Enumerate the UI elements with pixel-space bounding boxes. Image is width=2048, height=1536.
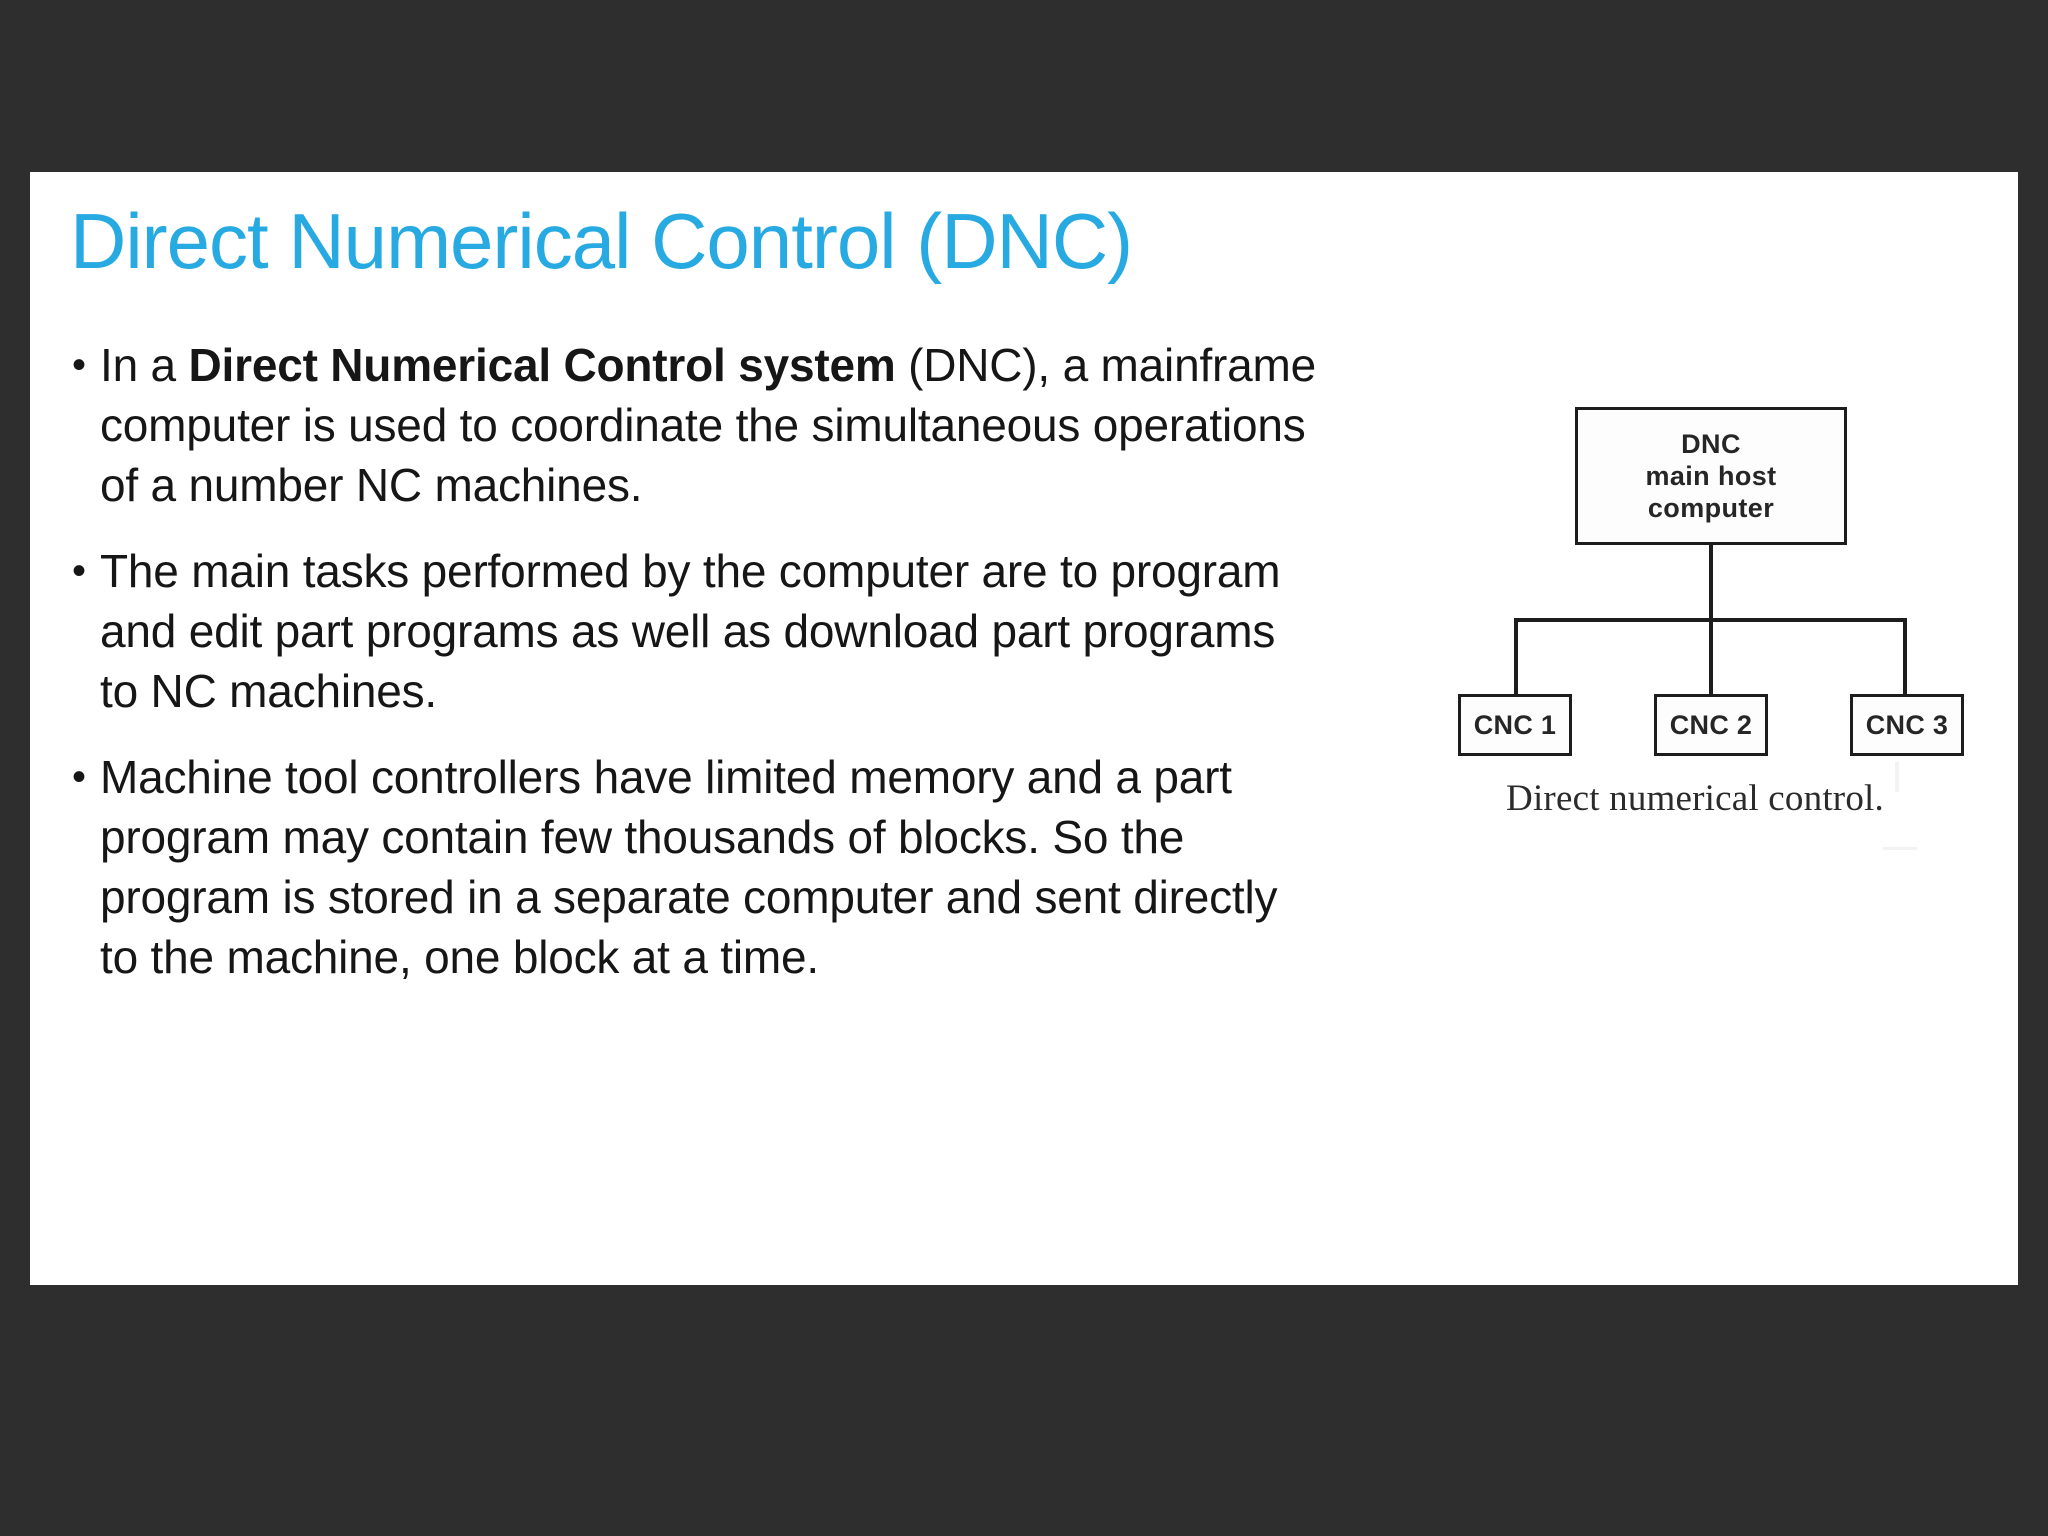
cnc-node-label: CNC 2 xyxy=(1669,709,1753,740)
connector-bus-line xyxy=(1514,618,1907,622)
cnc-node-box-2: CNC 2 xyxy=(1654,694,1768,756)
connector-right-drop-line xyxy=(1903,618,1907,698)
cnc-node-label: CNC 1 xyxy=(1473,709,1557,740)
dnc-main-host-computer-box: DNC main host computer xyxy=(1575,407,1847,545)
page-title: Direct Numerical Control (DNC) xyxy=(70,197,1133,285)
list-item: • Machine tool controllers have limited … xyxy=(58,747,1358,987)
bullet-list: • In a Direct Numerical Control system (… xyxy=(58,335,1358,1013)
bullet-marker-icon: • xyxy=(71,549,86,593)
bullet-1-lead: In a xyxy=(100,339,189,391)
cnc-node-box-1: CNC 1 xyxy=(1458,694,1572,756)
connector-left-drop-line xyxy=(1514,618,1518,698)
dnc-architecture-diagram: DNC main host computer CNC 1 CNC 2 CNC 3… xyxy=(1400,372,1990,932)
scan-artifact-mark xyxy=(1883,847,1917,850)
dnc-box-line-3: computer xyxy=(1647,493,1775,523)
dnc-box-line-2: main host xyxy=(1645,461,1777,491)
presentation-slide: Direct Numerical Control (DNC) • In a Di… xyxy=(30,172,2018,1285)
list-item-text: The main tasks performed by the computer… xyxy=(100,545,1281,717)
diagram-caption: Direct numerical control. xyxy=(1506,778,1884,819)
cnc-node-label: CNC 3 xyxy=(1865,709,1949,740)
list-item-text: In a Direct Numerical Control system (DN… xyxy=(100,335,1325,515)
scan-artifact-mark xyxy=(1895,762,1899,792)
bullet-marker-icon: • xyxy=(71,755,86,799)
bullet-1-tail: (DNC), a mainframe computer is used to c… xyxy=(100,339,1317,511)
cnc-node-box-3: CNC 3 xyxy=(1850,694,1964,756)
list-item: • In a Direct Numerical Control system (… xyxy=(58,335,1358,515)
list-item-text: Machine tool controllers have limited me… xyxy=(100,751,1278,983)
list-item: • The main tasks performed by the comput… xyxy=(58,541,1358,721)
bullet-marker-icon: • xyxy=(71,343,86,387)
bullet-1-bold: Direct Numerical Control system xyxy=(188,339,896,391)
dnc-box-line-1: DNC xyxy=(1681,429,1741,459)
